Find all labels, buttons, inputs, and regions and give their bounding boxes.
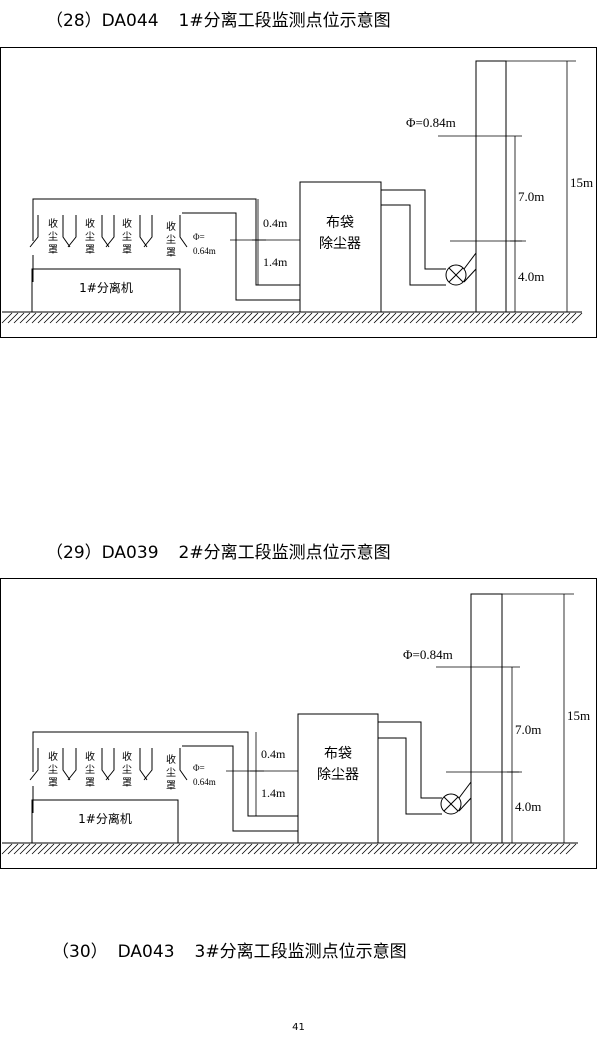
hood-label-char: 收 [166, 753, 176, 766]
caption-title: 1#分离工段监测点位示意图 [178, 11, 391, 31]
hood-label-char: 尘 [85, 231, 95, 243]
baghouse-label-line2: 除尘器 [319, 236, 361, 252]
exhaust-stack [475, 60, 507, 313]
hood-label-char: 尘 [166, 234, 176, 246]
fan-to-stack-lower [458, 797, 472, 812]
hood-label-char: 罩 [122, 777, 132, 789]
stack-upper-height: 7.0m [518, 189, 544, 204]
dimension-upper: 0.4m [263, 216, 288, 230]
fan-to-stack-lower [463, 268, 477, 283]
outlet-duct-lower [381, 204, 446, 286]
stack-total-height: 15m [567, 708, 590, 723]
hood-label-char: 罩 [166, 780, 176, 792]
hood-label-char: 尘 [166, 767, 176, 779]
outlet-duct-upper [381, 189, 446, 270]
separator-machine [31, 799, 179, 844]
fan-cross [443, 796, 459, 812]
hood-label-char: 罩 [48, 777, 58, 789]
dimension-lower: 1.4m [263, 255, 288, 269]
dimension-lower: 1.4m [261, 786, 286, 800]
hood-labels: 收 尘 罩 收 尘 罩 收 尘 罩 收 尘 罩 [48, 750, 176, 792]
hood-label-char: 尘 [122, 231, 132, 243]
hood-label-char: 收 [48, 750, 58, 763]
hood-label-char: 罩 [122, 244, 132, 256]
caption-title: 3#分离工段监测点位示意图 [194, 942, 407, 962]
dust-hoods [29, 748, 188, 781]
dust-hoods [29, 215, 188, 248]
caption-number: （28） [46, 11, 102, 31]
separator-label: 1#分离机 [78, 811, 132, 826]
hood-label-char: 罩 [48, 244, 58, 256]
figure-29-diagram: 1#分离机 收 尘 罩 收 尘 罩 收 尘 罩 收 尘 罩 Φ= 0.64m [0, 578, 597, 870]
duct-diameter-symbol: Φ= [193, 763, 205, 773]
hood-labels: 收 尘 罩 收 尘 罩 收 尘 罩 收 尘 罩 [48, 217, 176, 259]
hood-label-char: 尘 [122, 764, 132, 776]
hood-label-char: 罩 [85, 777, 95, 789]
monitoring-diagram-1: 1#分离机 收 尘 罩 收 尘 罩 收 尘 罩 收 尘 罩 Φ= 0 [0, 47, 597, 338]
caption-code: DA039 [101, 543, 159, 563]
baghouse-filter [299, 181, 382, 313]
duct-diameter-value: 0.64m [193, 777, 216, 787]
exhaust-stack [470, 593, 503, 844]
collection-duct-top [32, 198, 257, 241]
monitoring-diagram-2: 1#分离机 收 尘 罩 收 尘 罩 收 尘 罩 收 尘 罩 Φ= 0.64m [0, 578, 597, 869]
caption-number: （29） [46, 543, 102, 563]
figure-caption-29: （29）DA039 2#分离工段监测点位示意图 [46, 538, 391, 563]
stack-lower-height: 4.0m [515, 799, 541, 814]
page-number: 41 [292, 1022, 305, 1033]
hood-label-char: 收 [48, 217, 58, 230]
duct-to-filter-upper [255, 211, 300, 286]
hood-label-char: 收 [85, 750, 95, 763]
duct-to-filter-lower [182, 745, 298, 832]
dimension-upper: 0.4m [261, 747, 286, 761]
hood-label-char: 收 [166, 220, 176, 233]
baghouse-label-line1: 布袋 [326, 215, 354, 231]
duct-diameter-symbol: Φ= [193, 232, 205, 242]
stack-diameter: Φ=0.84m [406, 115, 456, 130]
baghouse-label-line1: 布袋 [324, 746, 352, 762]
outlet-duct-lower [378, 737, 442, 815]
stack-upper-height: 7.0m [515, 722, 541, 737]
hood-label-char: 尘 [48, 231, 58, 243]
ground-hatching [1, 312, 583, 324]
separator-machine [31, 268, 181, 313]
collection-duct-top [32, 731, 249, 772]
stack-lower-height: 4.0m [518, 269, 544, 284]
hood-label-char: 尘 [85, 764, 95, 776]
baghouse-label-line2: 除尘器 [317, 767, 359, 783]
hood-label-char: 收 [85, 217, 95, 230]
caption-code: DA044 [101, 11, 159, 31]
baghouse-filter [297, 713, 379, 844]
hood-label-char: 罩 [166, 247, 176, 259]
duct-to-filter-upper [247, 744, 298, 817]
caption-number: （30） [52, 942, 108, 962]
outlet-duct-upper [378, 721, 442, 799]
fan-cross [448, 267, 464, 283]
fan-icon [440, 793, 462, 815]
stack-diameter: Φ=0.84m [403, 647, 453, 662]
duct-to-filter-lower [182, 212, 300, 301]
figure-caption-30: （30） DA043 3#分离工段监测点位示意图 [52, 937, 407, 962]
figure-28-diagram: 1#分离机 收 尘 罩 收 尘 罩 收 尘 罩 收 尘 罩 Φ= 0 [0, 47, 597, 339]
caption-code: DA043 [117, 942, 175, 962]
hood-label-char: 罩 [85, 244, 95, 256]
stack-total-height: 15m [570, 175, 593, 190]
hood-label-char: 尘 [48, 764, 58, 776]
caption-title: 2#分离工段监测点位示意图 [178, 543, 391, 563]
hood-label-char: 收 [122, 217, 132, 230]
figure-caption-28: （28）DA044 1#分离工段监测点位示意图 [46, 6, 391, 31]
duct-diameter-value: 0.64m [193, 246, 216, 256]
fan-to-stack [458, 781, 472, 799]
hood-label-char: 收 [122, 750, 132, 763]
fan-to-stack [463, 252, 477, 270]
fan-icon [445, 264, 467, 286]
ground-hatching [1, 843, 577, 855]
separator-label: 1#分离机 [79, 280, 133, 295]
